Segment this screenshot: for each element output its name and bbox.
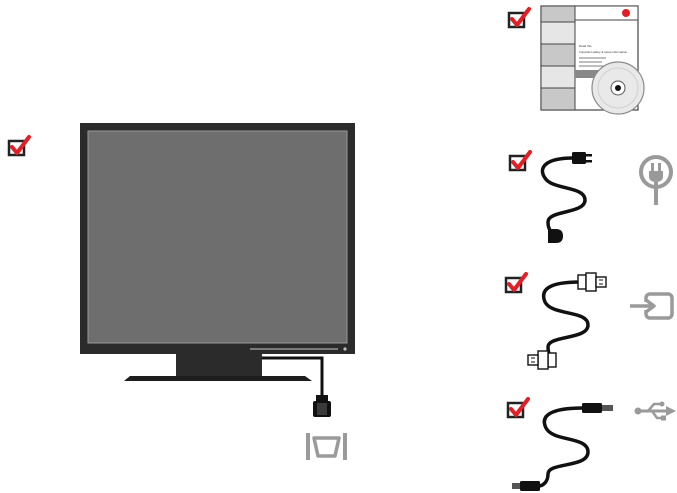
vga-connector-top — [577, 272, 607, 292]
booklet-small-text: Important safety & setup information — [579, 50, 628, 54]
monitor-screen — [87, 130, 348, 344]
booklet-heading: Read this — [579, 44, 592, 48]
analog-cable-checkbox-icon — [504, 272, 528, 294]
documentation-item: Read this Important safety & setup infor… — [507, 5, 645, 115]
analog-cable-item — [504, 272, 674, 370]
power-plug-icon — [639, 155, 673, 205]
brand-dot-icon — [622, 9, 630, 17]
usb-cable-checkbox-icon — [506, 397, 530, 419]
power-cable-checkbox-icon — [508, 150, 532, 172]
documentation-checkbox-icon — [507, 7, 531, 29]
monitor-checkbox-icon — [7, 135, 31, 157]
vga-port-icon — [306, 433, 347, 460]
vga-connector-bottom — [527, 350, 557, 370]
power-cable-illustration — [540, 152, 592, 243]
usb-cable-item — [506, 397, 676, 491]
monitor-item — [7, 123, 355, 460]
documentation-illustration: Read this Important safety & setup infor… — [540, 5, 645, 115]
video-input-icon — [630, 292, 674, 320]
usb-cable-illustration — [512, 403, 613, 491]
power-cable-item — [508, 150, 673, 243]
monitor-illustration — [80, 123, 355, 381]
usb-icon — [634, 401, 676, 421]
monitor-base — [124, 376, 312, 381]
monitor-vga-cable — [262, 356, 331, 417]
analog-cable-illustration — [527, 272, 607, 370]
power-led-icon — [343, 347, 347, 351]
cd-disc-icon — [591, 61, 645, 115]
monitor-neck — [176, 354, 262, 376]
